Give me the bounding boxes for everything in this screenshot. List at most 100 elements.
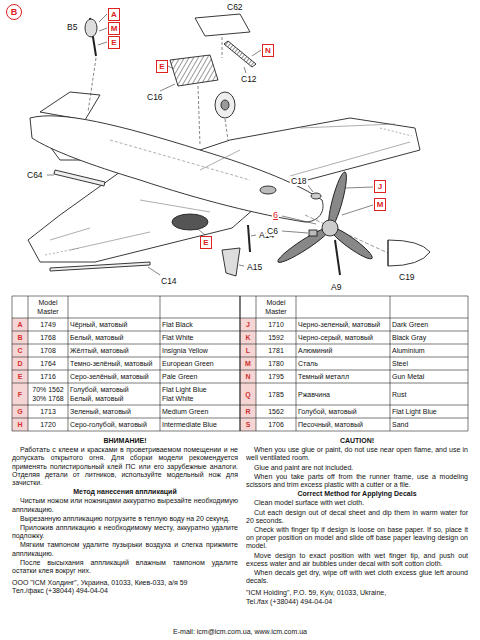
paint-code: 1749 (30, 320, 66, 329)
paint-code: 1713 (30, 407, 66, 416)
color-name-ru: Белый, матовый (70, 394, 158, 403)
paint-letter-cell (12, 383, 28, 405)
paint-letter: E (14, 372, 26, 381)
callout-number: C14 (160, 276, 178, 286)
paint-code-box: E (200, 236, 212, 249)
color-name-ru: Чёрный, матовый (70, 320, 158, 329)
paint-code: Model Master (258, 298, 294, 316)
color-name-en: Flat Black (162, 320, 238, 329)
instruction-text: Glue and paint are not included. (246, 464, 468, 472)
callout-number: C18 (290, 176, 308, 186)
color-name-en: Sand (392, 420, 466, 429)
paint-letter: N (242, 372, 254, 381)
section-heading: Метод нанесения аппликаций (12, 488, 238, 496)
paint-code: 1710 (258, 320, 294, 329)
paint-code: 1708 (30, 346, 66, 355)
instruction-text: Чистым ножом или ножницами аккуратно выр… (12, 497, 238, 513)
paint-code-box: M (374, 198, 386, 211)
callout-number: A15 (246, 262, 263, 272)
paint-code: 1781 (258, 346, 294, 355)
paint-letter-cell (12, 405, 28, 418)
color-name-ru: Сталь (298, 359, 388, 368)
paint-letter: B (14, 333, 26, 342)
spring-part (224, 41, 256, 67)
strip-part (50, 262, 150, 271)
paint-code: 1716 (30, 372, 66, 381)
table-rule (239, 296, 240, 431)
color-name-en: Flat White (162, 333, 238, 342)
grille-part (170, 55, 218, 86)
color-name-ru: Алюминий (298, 346, 388, 355)
instruction-text: Мягким тампоном удалите пузырьки воздуха… (12, 541, 238, 557)
spinner (388, 240, 430, 266)
paint-code: 1795 (258, 372, 294, 381)
color-name-ru: Песочный, матовый (298, 420, 388, 429)
table-rule (28, 296, 29, 431)
color-name-en: Steel (392, 359, 466, 368)
color-name-en: Dark Green (392, 320, 466, 329)
paint-letter-cell (12, 318, 28, 331)
table-rule (468, 296, 469, 431)
callout-number: C6 (266, 226, 279, 236)
leader-lines (47, 14, 373, 275)
paint-letter: R (242, 407, 254, 416)
color-name-en: Intermediate Blue (162, 420, 238, 429)
color-name-ru: Голубой, матовый (70, 385, 158, 394)
color-name-en: Pale Green (162, 372, 238, 381)
strip-part (54, 170, 105, 186)
callout-number: C12 (240, 74, 258, 84)
section-heading: CAUTION! (246, 437, 468, 445)
section-heading: ВНИМАНИЕ! (12, 437, 238, 445)
color-name-ru: Ржавчина (298, 390, 388, 399)
table-rule (390, 296, 391, 431)
paint-letter-cell (240, 418, 256, 431)
paint-code: 1780 (258, 359, 294, 368)
paint-letter: J (242, 320, 254, 329)
table-rule (12, 296, 13, 431)
paint-code: 70% 1562 (30, 385, 66, 394)
color-name-ru: Жёлтый, матовый (70, 346, 158, 355)
contact-line: E-mail: icm@icm.com.ua, www.icm.com.ua (0, 627, 480, 636)
text-column: ВНИМАНИЕ!Работать с клеем и красками в п… (12, 437, 238, 596)
paint-code: 1764 (30, 359, 66, 368)
paint-letter: L (242, 346, 254, 355)
instruction-text: Move design to exact position with wet f… (246, 552, 468, 568)
paint-code: 1706 (258, 420, 294, 429)
paint-letter-cell (12, 331, 28, 344)
color-name-ru: Белый, матовый (70, 333, 158, 342)
paint-letter: M (242, 359, 254, 368)
paint-code-mark: 6 (272, 210, 279, 220)
callout-number: C62 (226, 2, 244, 12)
table-rule (256, 296, 257, 431)
instruction-text: When you take parts off from the runner … (246, 473, 468, 489)
aircraft-drawing (28, 92, 420, 262)
paint-letter: K (242, 333, 254, 342)
color-name-ru: Темно-зелёный, матовый (70, 359, 158, 368)
paint-code: 1720 (30, 420, 66, 429)
section-heading: Correct Method for Applying Decals (246, 490, 468, 498)
paint-letter-cell (240, 370, 256, 383)
paint-letter: S (242, 420, 254, 429)
paint-letter-cell (240, 344, 256, 357)
instruction-text: Clean model surface with wet cloth. (246, 499, 468, 507)
address-line: Tel./fax (+38044) 494-04-04 (246, 598, 468, 606)
callout-number: C64 (26, 170, 44, 180)
paint-code-box: J (374, 180, 386, 193)
paint-letter: H (14, 420, 26, 429)
paint-letter: Q (242, 390, 254, 399)
paint-code-box: A (108, 8, 120, 21)
instruction-text: После высыхания аппликаций влажным тампо… (12, 559, 238, 575)
paint-code: 30% 1768 (30, 394, 66, 403)
paint-code-box: E (156, 60, 168, 73)
color-name-en: Rust (392, 390, 466, 399)
address-line: Тел./факс (+38044) 494-04-04 (12, 587, 238, 595)
paint-code: 1785 (258, 390, 294, 399)
instruction-text: Check with finger tip if design is loose… (246, 526, 468, 551)
address-line: ООО "ICM Холдинг", Украина, 01033, Киев-… (12, 579, 238, 587)
instruction-text: Приложив аппликацию к необходимому месту… (12, 524, 238, 540)
color-name-ru: Серо-зелёный, матовый (70, 372, 158, 381)
paint-letter-cell (12, 418, 28, 431)
paint-letter: G (14, 407, 26, 416)
color-name-en: Flat Light Blue (392, 407, 466, 416)
paint-letter: C (14, 346, 26, 355)
